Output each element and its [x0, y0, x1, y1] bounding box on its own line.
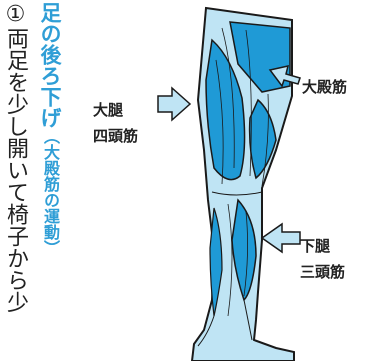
label-triceps-line2: 三頭筋 — [300, 259, 345, 285]
label-triceps-line1: 下腿 — [300, 233, 345, 259]
arrow-quadriceps — [158, 88, 190, 120]
arrow-triceps-surae — [262, 224, 300, 252]
label-quadriceps-line2: 四頭筋 — [93, 123, 138, 149]
label-triceps-surae: 下腿 三頭筋 — [300, 233, 345, 285]
label-gluteus: 大殿筋 — [302, 76, 347, 97]
label-quadriceps-line1: 大腿 — [93, 97, 138, 123]
label-quadriceps: 大腿 四頭筋 — [93, 97, 138, 149]
